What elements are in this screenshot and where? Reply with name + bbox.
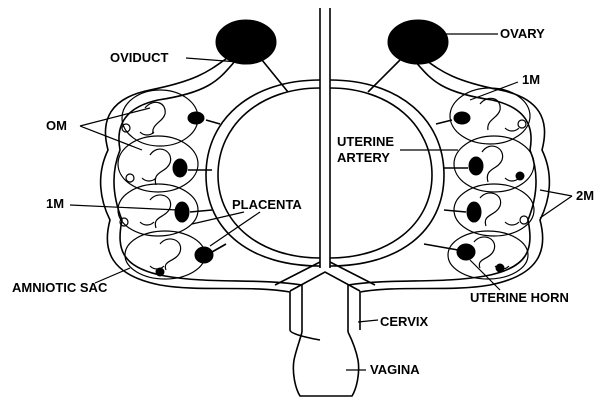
- vagina-label: VAGINA: [370, 362, 420, 377]
- one-m-right-label: 1M: [522, 72, 540, 87]
- leader-lines: [70, 34, 572, 370]
- amniotic-sac-label: AMNIOTIC SAC: [12, 280, 108, 295]
- vagina-shape: [293, 332, 358, 396]
- om-label: OM: [46, 118, 67, 133]
- ovary-label: OVARY: [500, 26, 545, 41]
- cervix-label: CERVIX: [380, 314, 428, 329]
- two-m-label: 2M: [576, 188, 594, 203]
- right-embryo-sacs: [424, 88, 534, 279]
- oviduct-label: OVIDUCT: [110, 50, 169, 65]
- left-embryo-sacs: [118, 90, 226, 279]
- uterine-artery-label-line2: ARTERY: [337, 150, 390, 165]
- placenta-label: PLACENTA: [232, 197, 302, 212]
- one-m-left-label: 1M: [46, 196, 64, 211]
- left-ovary: [216, 20, 276, 64]
- right-ovary: [388, 20, 448, 64]
- uterine-artery-label-line1: UTERINE: [337, 134, 394, 149]
- uterine-horn-label: UTERINE HORN: [470, 290, 569, 305]
